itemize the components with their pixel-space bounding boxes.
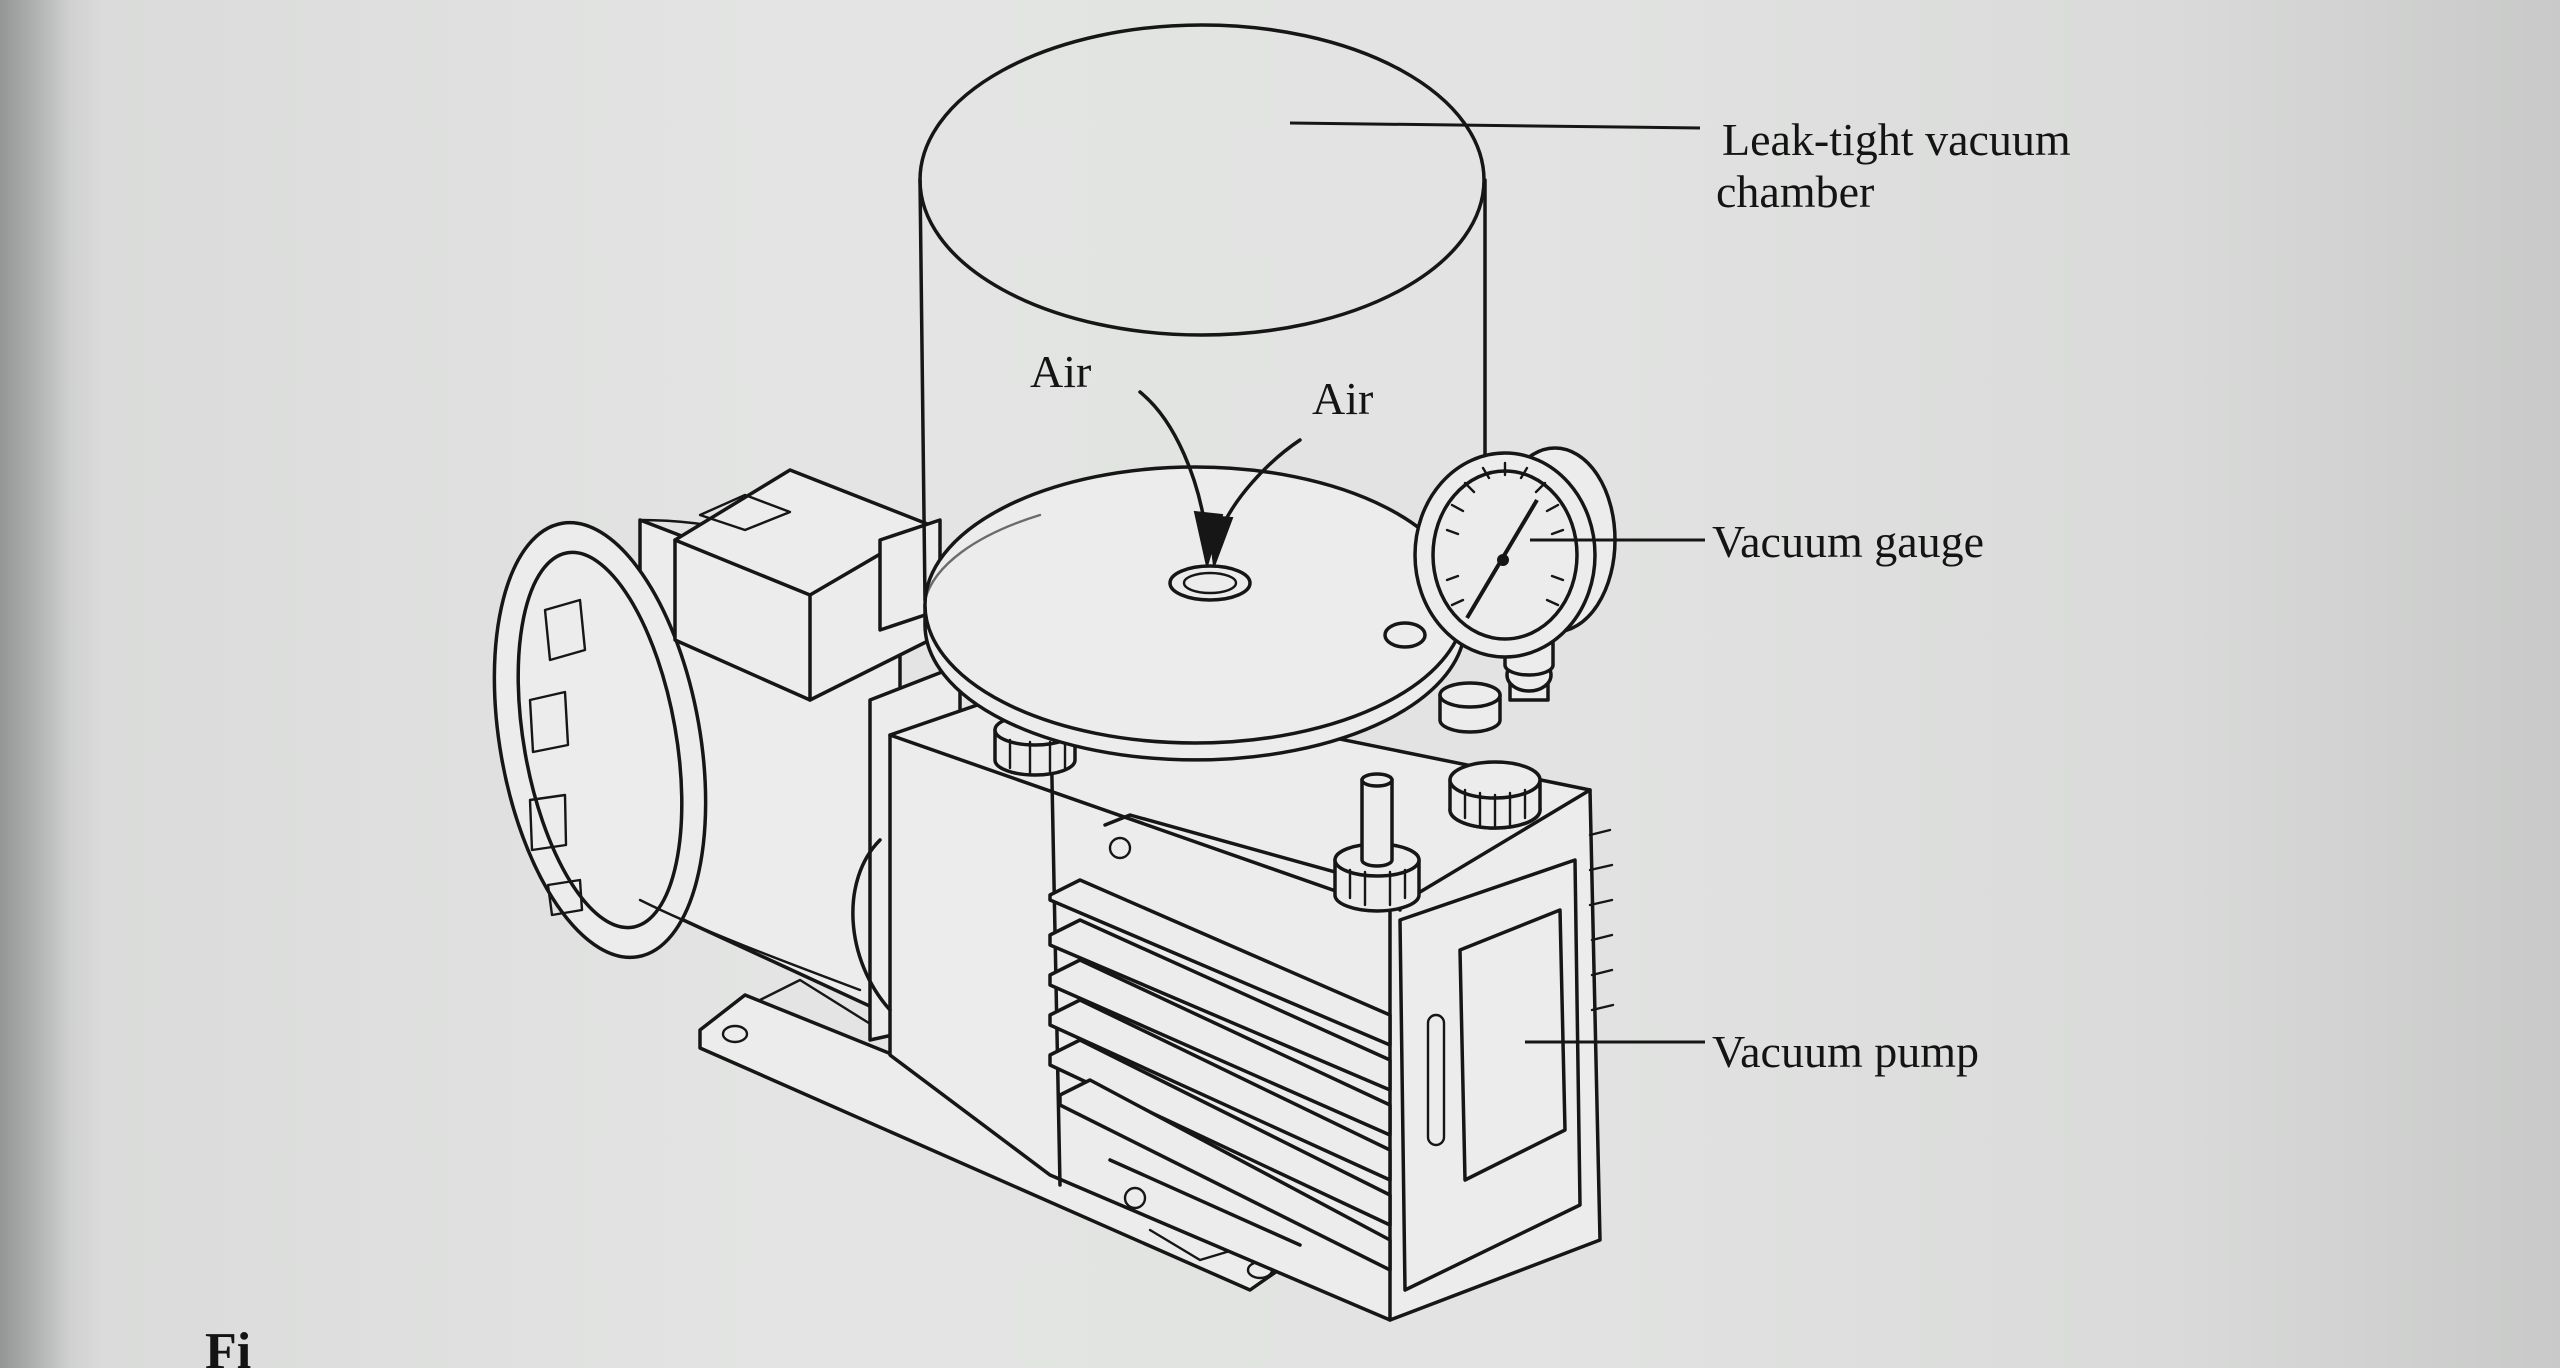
exhaust-nozzle bbox=[1333, 772, 1421, 913]
vacuum-gauge bbox=[1413, 446, 1617, 702]
label-vacuum-pump: Vacuum pump bbox=[1712, 1026, 1979, 1077]
oil-filler-cap bbox=[1448, 760, 1542, 830]
label-air-left: Air bbox=[1030, 346, 1091, 397]
label-chamber-line1: Leak-tight vacuum bbox=[1722, 114, 2071, 165]
label-air-right: Air bbox=[1312, 373, 1373, 424]
figure-caption: Fi bbox=[205, 1323, 251, 1368]
label-chamber-line2: chamber bbox=[1716, 166, 1874, 217]
chamber-base-plate bbox=[923, 465, 1467, 762]
air-flow-arrows bbox=[1138, 390, 1302, 567]
label-vacuum-gauge: Vacuum gauge bbox=[1712, 516, 1984, 567]
leader-lines bbox=[1289, 121, 1705, 1044]
page-edge-shadow bbox=[0, 0, 70, 1368]
